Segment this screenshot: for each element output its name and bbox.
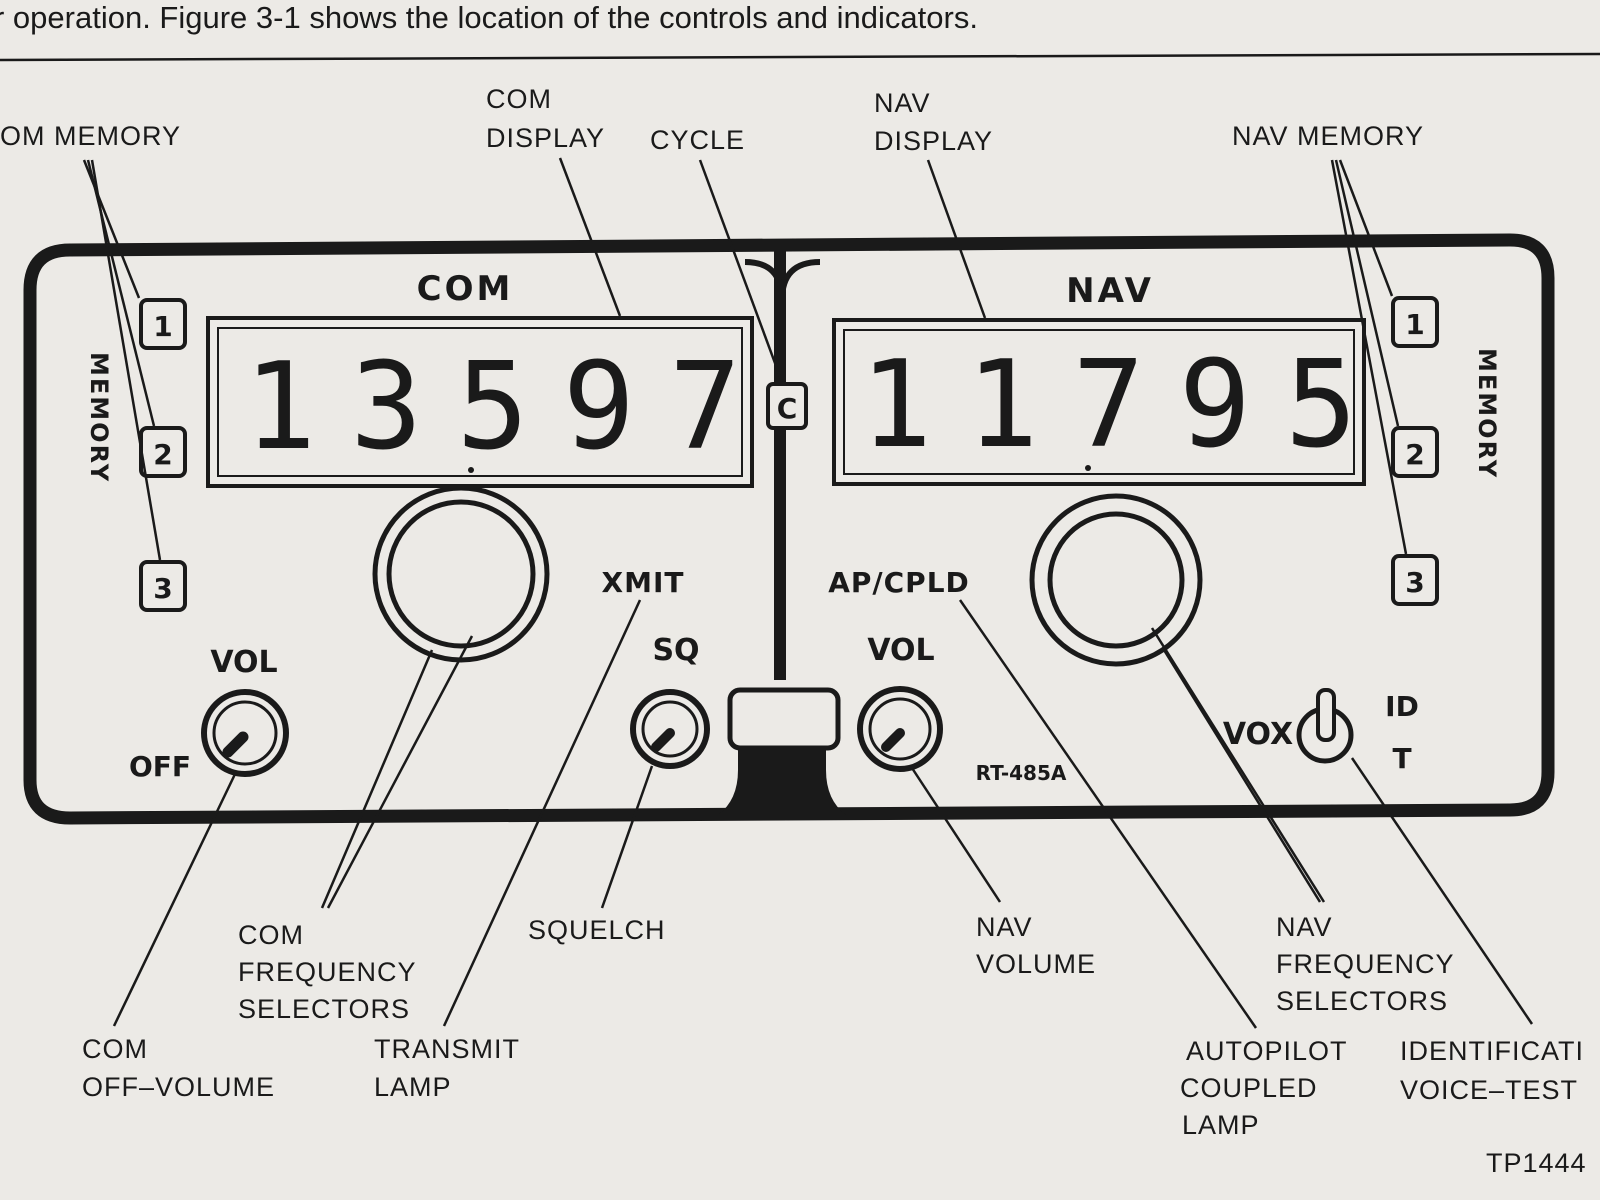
svg-text:VOLUME: VOLUME bbox=[976, 949, 1096, 979]
cycle-button[interactable]: C bbox=[766, 382, 808, 430]
off-label: OFF bbox=[129, 750, 191, 783]
com-memory-button-1[interactable]: 1 bbox=[139, 298, 187, 350]
com-memory-button-2[interactable]: 2 bbox=[139, 426, 187, 478]
com-display: 13597 bbox=[206, 316, 775, 488]
nav-title: NAV bbox=[1066, 271, 1154, 311]
figure-id: TP1444 bbox=[1486, 1148, 1587, 1178]
cycle-button-label: C bbox=[777, 392, 798, 425]
callout-transmit-lamp: TRANSMIT LAMP bbox=[374, 1034, 520, 1102]
svg-text:COM: COM bbox=[486, 84, 552, 114]
header-text: r operation. Figure 3-1 shows the locati… bbox=[0, 0, 978, 35]
callout-squelch: SQUELCH bbox=[528, 915, 666, 945]
callout-identification-voice-test: IDENTIFICATI VOICE–TEST bbox=[1400, 1036, 1584, 1105]
nav-memory-button-3[interactable]: 3 bbox=[1391, 554, 1439, 606]
com-memory-button-3-label: 3 bbox=[153, 572, 172, 605]
callout-com-frequency-selectors: COM FREQUENCY SELECTORS bbox=[238, 920, 417, 1024]
sq-label: SQ bbox=[652, 633, 699, 668]
nav-frequency-knob[interactable] bbox=[1029, 493, 1203, 667]
com-memory-button-1-label: 1 bbox=[153, 310, 172, 343]
svg-text:NAV: NAV bbox=[976, 912, 1033, 942]
svg-text:FREQUENCY: FREQUENCY bbox=[1276, 949, 1455, 979]
squelch-knob[interactable] bbox=[630, 689, 710, 769]
nav-memory-button-2-label: 2 bbox=[1405, 438, 1424, 471]
nav-decimal-point bbox=[1085, 465, 1091, 471]
callout-com-off-volume: COM OFF–VOLUME bbox=[82, 1034, 275, 1102]
nav-memory-button-1-label: 1 bbox=[1405, 308, 1424, 341]
callout-cycle: CYCLE bbox=[650, 125, 745, 155]
svg-text:NAV: NAV bbox=[874, 88, 931, 118]
t-label: T bbox=[1392, 742, 1411, 775]
com-off-volume-knob[interactable] bbox=[201, 689, 289, 777]
svg-text:OFF–VOLUME: OFF–VOLUME bbox=[82, 1072, 275, 1102]
svg-text:COM: COM bbox=[238, 920, 304, 950]
svg-text:TRANSMIT: TRANSMIT bbox=[374, 1034, 520, 1064]
nav-volume-knob[interactable] bbox=[857, 686, 943, 772]
vox-label: VOX bbox=[1223, 717, 1293, 752]
svg-text:DISPLAY: DISPLAY bbox=[874, 126, 993, 156]
svg-text:SELECTORS: SELECTORS bbox=[238, 994, 410, 1024]
nav-memory-button-3-label: 3 bbox=[1405, 566, 1424, 599]
center-lamp-window bbox=[727, 687, 841, 751]
nav-frequency-readout: 11795 bbox=[860, 336, 1391, 475]
nav-memory-button-1[interactable]: 1 bbox=[1391, 296, 1439, 348]
com-memory-button-2-label: 2 bbox=[153, 438, 172, 471]
svg-text:VOICE–TEST: VOICE–TEST bbox=[1400, 1075, 1578, 1105]
callout-autopilot-coupled-lamp: AUTOPILOT COUPLED LAMP bbox=[1180, 1036, 1348, 1140]
nav-memory-vertical-label: MEMORY bbox=[1473, 348, 1501, 479]
callout-nav-frequency-selectors: NAV FREQUENCY SELECTORS bbox=[1276, 912, 1455, 1016]
svg-text:NAV: NAV bbox=[1276, 912, 1333, 942]
callout-com-display: COM DISPLAY bbox=[486, 84, 605, 153]
ident-voice-test-toggle[interactable] bbox=[1296, 688, 1354, 764]
svg-text:FREQUENCY: FREQUENCY bbox=[238, 957, 417, 987]
leader-lines bbox=[82, 157, 1534, 1029]
nav-vol-label: VOL bbox=[867, 633, 934, 668]
svg-text:LAMP: LAMP bbox=[1182, 1110, 1260, 1140]
callout-nav-memory: NAV MEMORY bbox=[1232, 121, 1424, 151]
svg-text:DISPLAY: DISPLAY bbox=[486, 123, 605, 153]
panel-outline bbox=[23, 233, 1555, 825]
svg-text:IDENTIFICATI: IDENTIFICATI bbox=[1400, 1036, 1584, 1066]
svg-text:LAMP: LAMP bbox=[374, 1072, 452, 1102]
svg-text:COUPLED: COUPLED bbox=[1180, 1073, 1318, 1103]
xmit-label: XMIT bbox=[602, 566, 685, 599]
com-frequency-readout: 13597 bbox=[244, 338, 775, 477]
callout-com-memory: OM MEMORY bbox=[0, 121, 181, 151]
model-label: RT-485A bbox=[976, 761, 1067, 785]
com-memory-vertical-label: MEMORY bbox=[85, 352, 113, 483]
nav-memory-button-2[interactable]: 2 bbox=[1391, 426, 1439, 478]
callout-nav-display: NAV DISPLAY bbox=[874, 88, 993, 156]
ap-cpld-label: AP/CPLD bbox=[828, 566, 970, 599]
id-label: ID bbox=[1385, 690, 1419, 723]
callout-nav-volume: NAV VOLUME bbox=[976, 912, 1096, 979]
com-decimal-point bbox=[468, 467, 474, 473]
svg-text:COM: COM bbox=[82, 1034, 148, 1064]
svg-text:SELECTORS: SELECTORS bbox=[1276, 986, 1448, 1016]
header-rule bbox=[0, 52, 1600, 62]
com-memory-button-3[interactable]: 3 bbox=[139, 560, 187, 612]
nav-display: 11795 bbox=[832, 318, 1391, 486]
com-frequency-knob[interactable] bbox=[372, 485, 550, 663]
svg-text:AUTOPILOT: AUTOPILOT bbox=[1186, 1036, 1348, 1066]
com-title: COM bbox=[417, 269, 514, 309]
com-vol-label: VOL bbox=[210, 645, 277, 680]
